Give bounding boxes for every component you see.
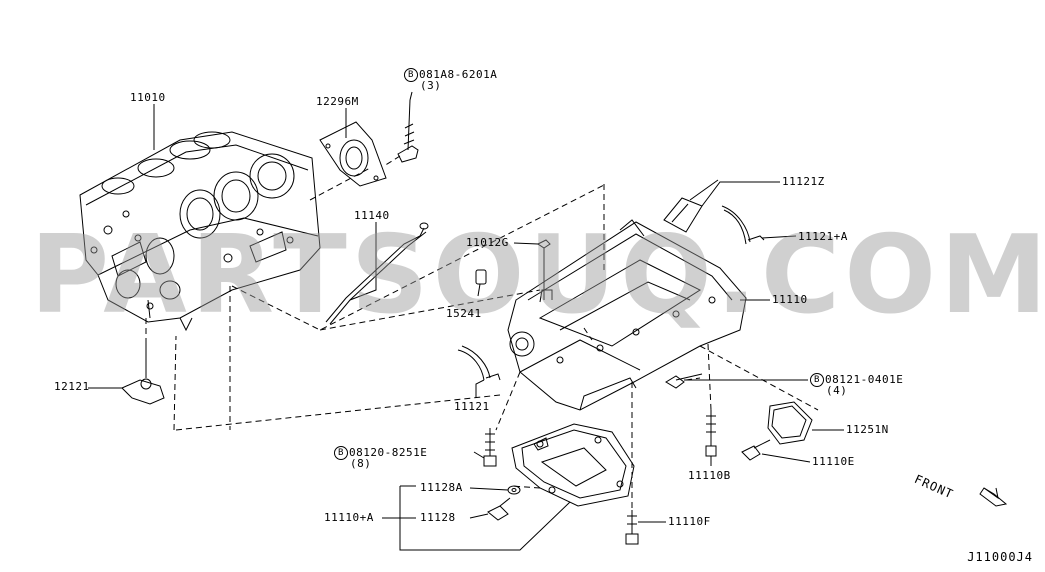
part-label-11140[interactable]: 11140	[354, 209, 390, 222]
part-label-11128[interactable]: 11128	[420, 511, 456, 524]
part-label-12296m[interactable]: 12296M	[316, 95, 359, 108]
part-label-11110[interactable]: 11110	[772, 293, 808, 306]
bolt-081a8-illustration	[397, 99, 419, 163]
part-label-11012g[interactable]: 11012G	[466, 236, 509, 249]
cover-plate-11251n-illustration	[767, 401, 813, 445]
plug-15241-illustration	[475, 269, 487, 285]
bolt-08121-illustration	[665, 373, 703, 389]
bolt-symbol-icon: B	[404, 68, 418, 82]
seal-retainer-illustration	[319, 121, 387, 187]
part-label-11128a[interactable]: 11128A	[420, 481, 463, 494]
part-label-11121z[interactable]: 11121Z	[782, 175, 825, 188]
diagram-code: J11000J4	[967, 550, 1033, 564]
seal-11121a-illustration	[721, 205, 765, 245]
bolt-symbol-icon: B	[810, 373, 824, 387]
leader-lines	[88, 91, 844, 551]
part-label-11110a[interactable]: 11110+A	[324, 511, 374, 524]
part-label-11010[interactable]: 11010	[130, 91, 166, 104]
sensor-12121-illustration	[121, 340, 165, 405]
part-label-11110b[interactable]: 11110B	[688, 469, 731, 482]
upper-oil-pan-illustration	[507, 219, 747, 411]
drain-plug-illustration	[487, 485, 521, 521]
part-qty-08120: (8)	[350, 457, 372, 470]
part-label-15241[interactable]: 15241	[446, 307, 482, 320]
part-label-11110f[interactable]: 11110F	[668, 515, 711, 528]
front-arrow-icon	[979, 487, 1008, 507]
lower-oil-pan-illustration	[511, 423, 635, 507]
part-number: 08120-8251E	[349, 446, 428, 459]
bolt-symbol-icon: B	[334, 446, 348, 460]
strainer-11121z-illustration	[663, 179, 719, 233]
assembly-dashed-lines	[145, 155, 819, 510]
part-label-12121[interactable]: 12121	[54, 380, 90, 393]
part-label-11251n[interactable]: 11251N	[846, 423, 889, 436]
dipstick-illustration	[325, 222, 429, 325]
bolt-11012g-illustration	[537, 239, 551, 300]
part-number: 081A8-6201A	[419, 68, 498, 81]
engine-block-illustration	[79, 131, 321, 332]
part-qty-08121: (4)	[826, 384, 848, 397]
part-qty-081a8: (3)	[420, 79, 442, 92]
seal-11121-illustration	[457, 345, 501, 381]
bolt-11110f-illustration	[625, 510, 639, 545]
bolt-11110e-illustration	[741, 439, 771, 461]
part-label-11121[interactable]: 11121	[454, 400, 490, 413]
bolt-08120-illustration	[483, 428, 497, 467]
part-number: 08121-0401E	[825, 373, 904, 386]
bolt-11110b-illustration	[705, 410, 717, 457]
part-label-11121a[interactable]: 11121+A	[798, 230, 848, 243]
part-label-11110e[interactable]: 11110E	[812, 455, 855, 468]
